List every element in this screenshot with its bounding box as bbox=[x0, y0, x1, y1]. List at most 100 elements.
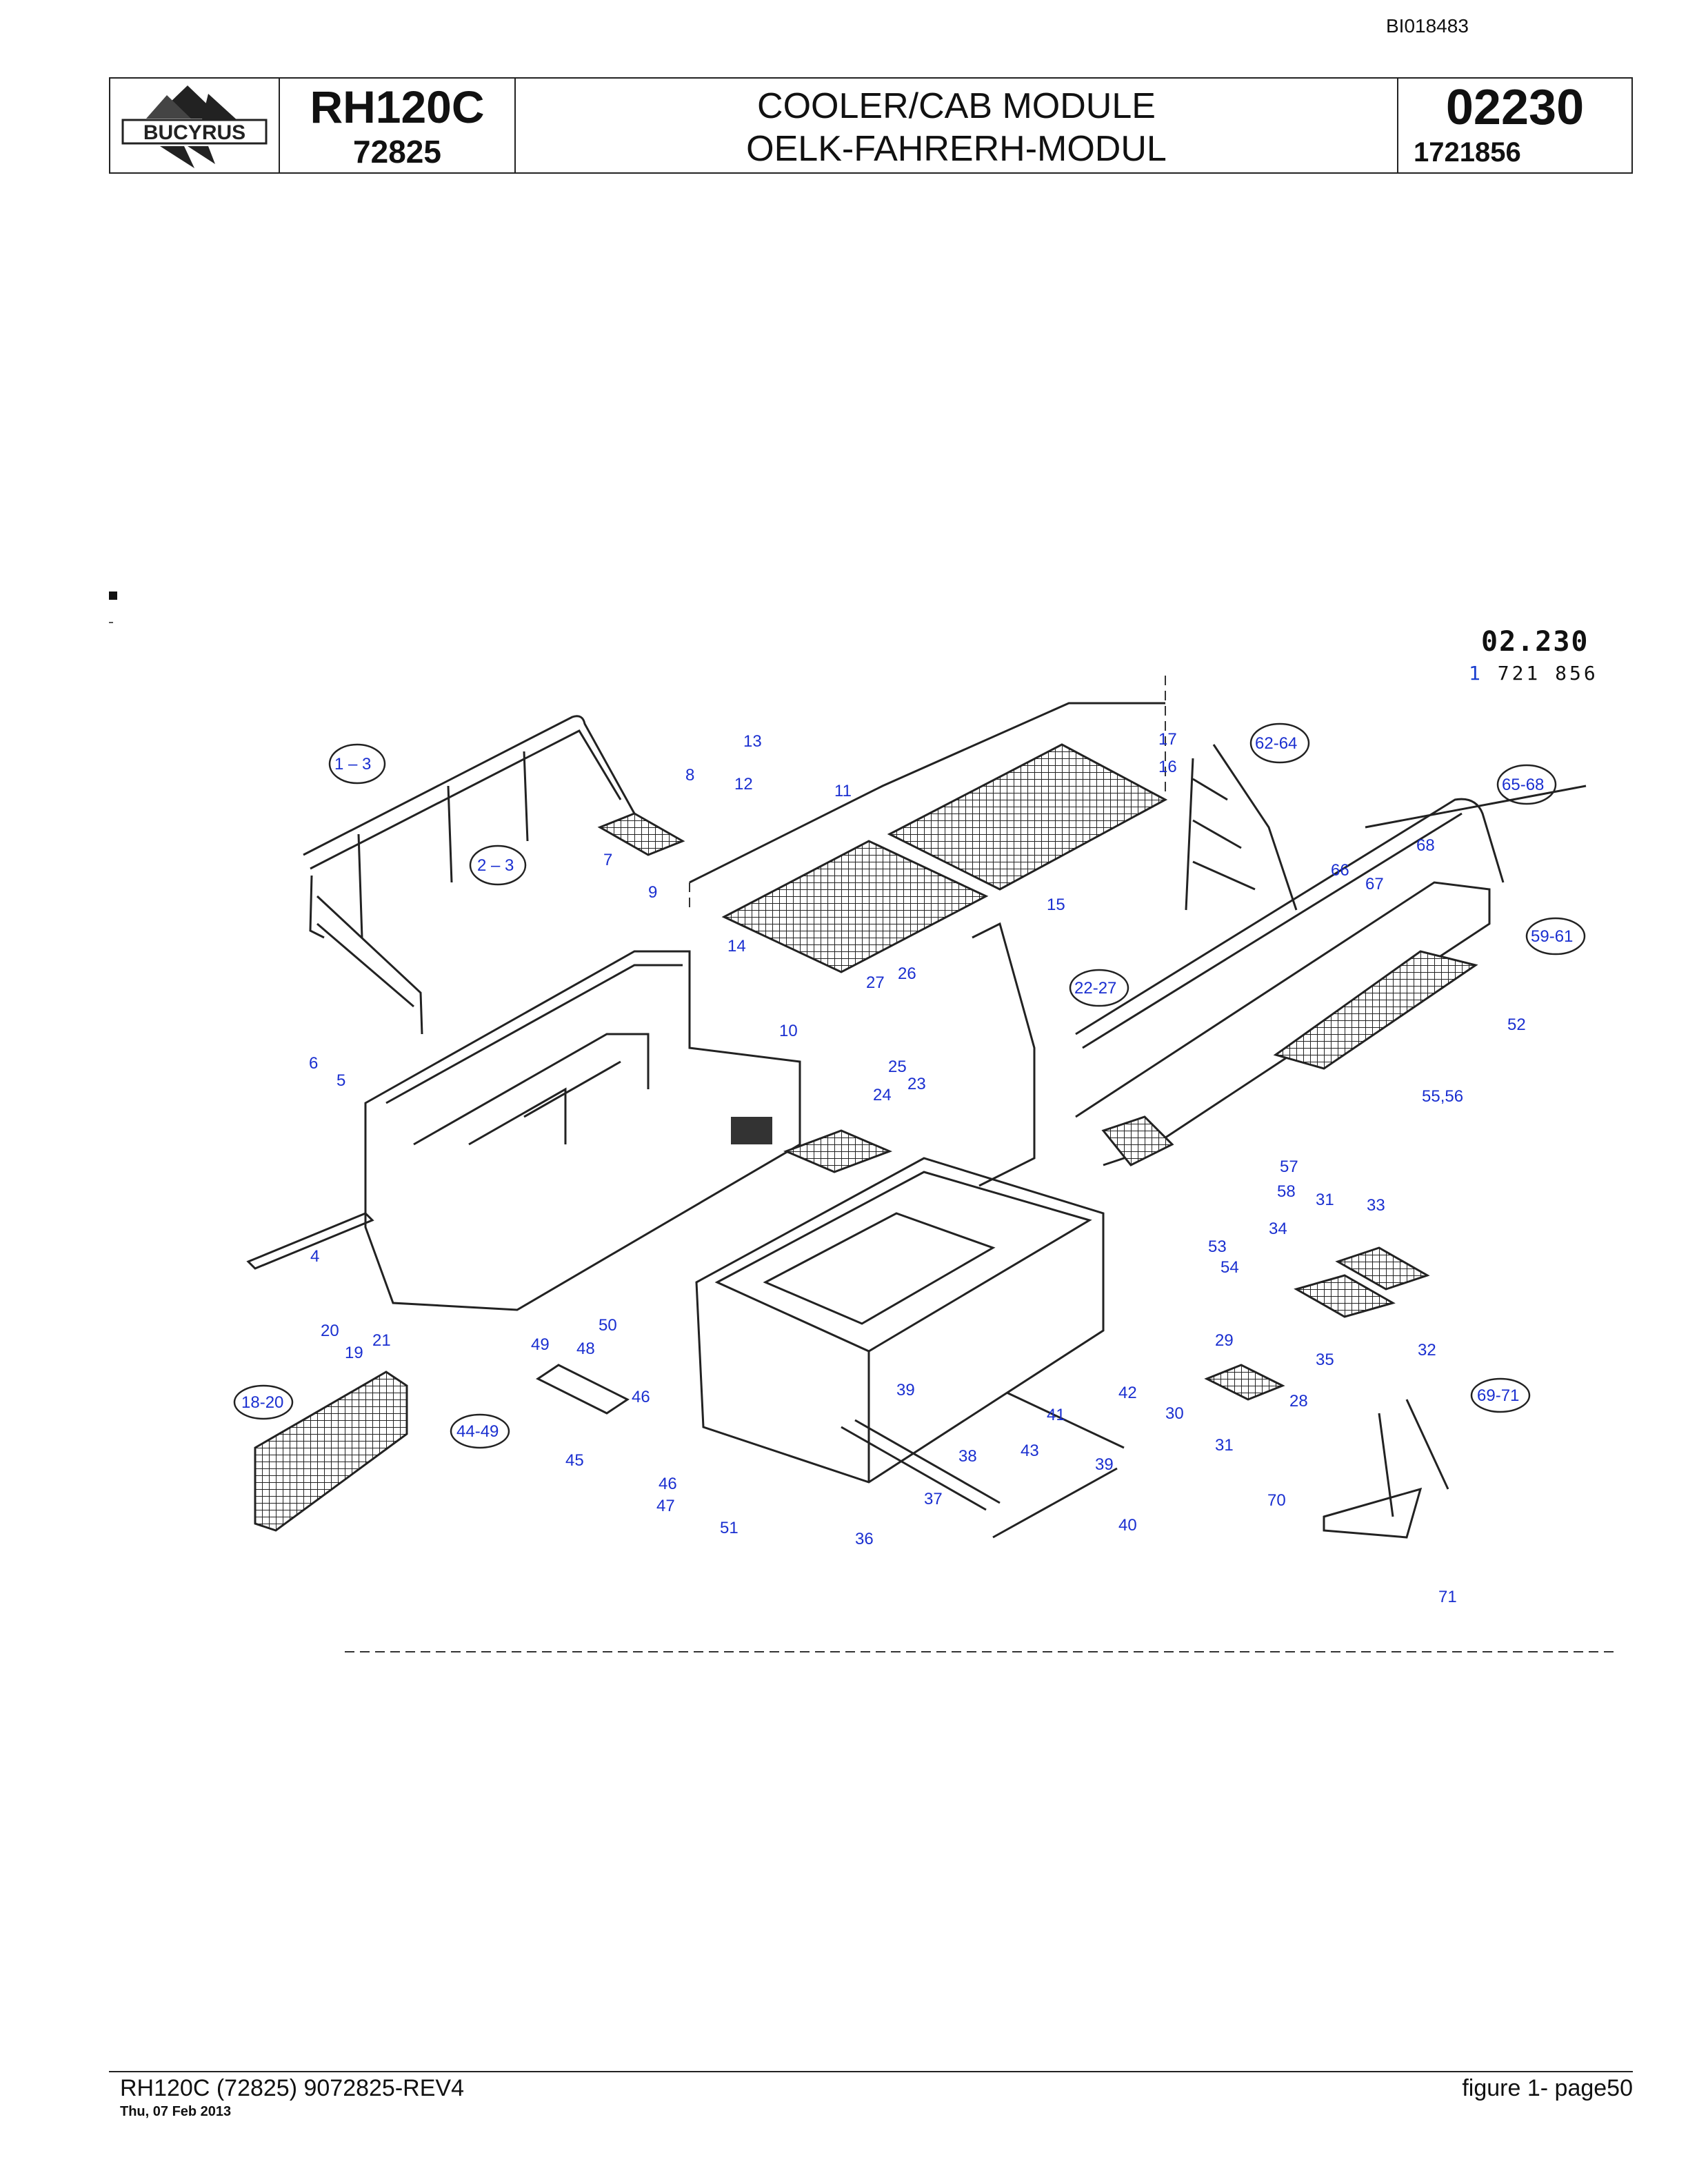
title-cell: COOLER/CAB MODULE OELK-FAHRERH-MODUL bbox=[516, 79, 1398, 172]
figure-part-number: 1 721 856 bbox=[1469, 662, 1598, 685]
callout-71: 71 bbox=[1438, 1588, 1457, 1606]
model-cell: RH120C 72825 bbox=[280, 79, 516, 172]
callout-55-56: 55,56 bbox=[1422, 1087, 1463, 1106]
callout-39b: 39 bbox=[1095, 1455, 1114, 1474]
handrail-left bbox=[303, 715, 636, 1035]
callout-26: 26 bbox=[898, 964, 916, 983]
callout-28: 28 bbox=[1289, 1392, 1308, 1410]
callout-31b: 31 bbox=[1316, 1191, 1334, 1209]
callout-57: 57 bbox=[1280, 1157, 1298, 1176]
ladder-69-71 bbox=[1323, 1399, 1449, 1539]
floor-mesh-panels bbox=[689, 676, 1168, 973]
callout-35: 35 bbox=[1316, 1351, 1334, 1369]
callout-48: 48 bbox=[576, 1339, 595, 1358]
callout-50: 50 bbox=[599, 1316, 617, 1335]
footer-rule bbox=[109, 2071, 1633, 2072]
step-7 bbox=[597, 812, 685, 856]
callout-47: 47 bbox=[656, 1497, 675, 1515]
callout-37: 37 bbox=[924, 1490, 943, 1508]
callout-44-49: 44-49 bbox=[456, 1422, 499, 1441]
footer-page: figure 1- page50 bbox=[1462, 2075, 1633, 2101]
callout-65-68: 65-68 bbox=[1502, 776, 1544, 794]
step-32b bbox=[1335, 1246, 1430, 1291]
callout-14: 14 bbox=[727, 937, 746, 956]
callout-13: 13 bbox=[743, 732, 762, 751]
serial-number: 72825 bbox=[353, 134, 441, 170]
callout-58: 58 bbox=[1277, 1182, 1296, 1201]
step-32a bbox=[1294, 1274, 1396, 1318]
callout-31a: 31 bbox=[1215, 1436, 1234, 1455]
cooler-housing bbox=[364, 950, 801, 1311]
callout-9: 9 bbox=[648, 883, 657, 902]
callout-49: 49 bbox=[531, 1335, 550, 1354]
callout-45: 45 bbox=[565, 1451, 584, 1470]
callout-51: 51 bbox=[720, 1519, 738, 1537]
callout-10: 10 bbox=[779, 1022, 798, 1040]
number-cell: 02230 1721856 bbox=[1398, 79, 1631, 172]
callout-46a: 46 bbox=[632, 1388, 650, 1406]
bucyrus-logo-icon: BUCYRUS bbox=[121, 85, 268, 168]
callout-66: 66 bbox=[1331, 861, 1349, 880]
callout-53: 53 bbox=[1208, 1237, 1227, 1256]
callout-67: 67 bbox=[1365, 875, 1384, 893]
callout-68: 68 bbox=[1416, 836, 1435, 855]
footer-document-ref: RH120C (72825) 9072825-REV4 bbox=[120, 2075, 464, 2101]
callout-21: 21 bbox=[372, 1331, 391, 1350]
grille-18-20 bbox=[254, 1371, 408, 1532]
callout-23: 23 bbox=[907, 1075, 926, 1093]
callout-42: 42 bbox=[1118, 1384, 1137, 1402]
callout-5: 5 bbox=[336, 1071, 345, 1090]
plate-4 bbox=[246, 1212, 374, 1270]
callout-54: 54 bbox=[1220, 1258, 1239, 1277]
group-number: 02230 bbox=[1445, 80, 1585, 135]
callout-27: 27 bbox=[866, 973, 885, 992]
callout-34: 34 bbox=[1269, 1220, 1287, 1238]
title-block: BUCYRUS RH120C 72825 COOLER/CAB MODULE O… bbox=[109, 77, 1633, 174]
callout-18-20: 18-20 bbox=[241, 1393, 283, 1412]
exploded-parts-diagram: 1 – 3 2 – 3 4 5 6 7 8 9 10 11 12 13 14 1… bbox=[233, 676, 1614, 1652]
door-panel bbox=[972, 922, 1036, 1187]
callout-33: 33 bbox=[1367, 1196, 1385, 1215]
callout-labels: 1 – 3 2 – 3 4 5 6 7 8 9 10 11 12 13 14 1… bbox=[233, 722, 1586, 1606]
brand-logo: BUCYRUS bbox=[110, 79, 280, 172]
callout-22-27: 22-27 bbox=[1074, 979, 1116, 998]
callout-43: 43 bbox=[1021, 1442, 1039, 1460]
step-28 bbox=[1204, 1364, 1285, 1401]
callout-17: 17 bbox=[1158, 730, 1177, 749]
callout-40: 40 bbox=[1118, 1516, 1137, 1535]
callout-41: 41 bbox=[1047, 1406, 1065, 1424]
strips bbox=[841, 1391, 1125, 1539]
ladder-62-64 bbox=[1185, 744, 1298, 911]
callout-24: 24 bbox=[873, 1086, 892, 1104]
callout-8: 8 bbox=[685, 766, 694, 785]
callout-25: 25 bbox=[888, 1058, 907, 1076]
part-number: 1721856 bbox=[1414, 137, 1521, 168]
cab-base bbox=[695, 1129, 1105, 1484]
callout-6: 6 bbox=[309, 1054, 318, 1073]
walkway bbox=[1075, 798, 1505, 1166]
callout-7: 7 bbox=[603, 851, 612, 869]
callout-1-3: 1 – 3 bbox=[334, 755, 371, 774]
footer-date: Thu, 07 Feb 2013 bbox=[120, 2104, 232, 2119]
callout-32: 32 bbox=[1418, 1341, 1436, 1359]
margin-tick bbox=[109, 622, 113, 623]
callout-4: 4 bbox=[310, 1247, 319, 1266]
callout-16: 16 bbox=[1158, 758, 1177, 776]
title-german: OELK-FAHRERH-MODUL bbox=[746, 129, 1167, 169]
callout-30: 30 bbox=[1165, 1404, 1184, 1423]
callout-11: 11 bbox=[834, 782, 852, 800]
strap-65-68 bbox=[1365, 785, 1587, 829]
callout-59-61: 59-61 bbox=[1531, 927, 1573, 946]
callout-36: 36 bbox=[855, 1530, 874, 1548]
callout-39a: 39 bbox=[896, 1381, 915, 1399]
margin-mark bbox=[109, 592, 117, 600]
callout-19: 19 bbox=[345, 1344, 363, 1362]
model-name: RH120C bbox=[310, 81, 485, 132]
callout-52: 52 bbox=[1507, 1015, 1526, 1034]
callout-69-71: 69-71 bbox=[1477, 1386, 1519, 1405]
document-id: BI018483 bbox=[1386, 15, 1469, 37]
figure-code: 02.230 bbox=[1481, 626, 1589, 658]
svg-text:BUCYRUS: BUCYRUS bbox=[143, 121, 245, 144]
callout-15: 15 bbox=[1047, 896, 1065, 914]
callout-29: 29 bbox=[1215, 1331, 1234, 1350]
